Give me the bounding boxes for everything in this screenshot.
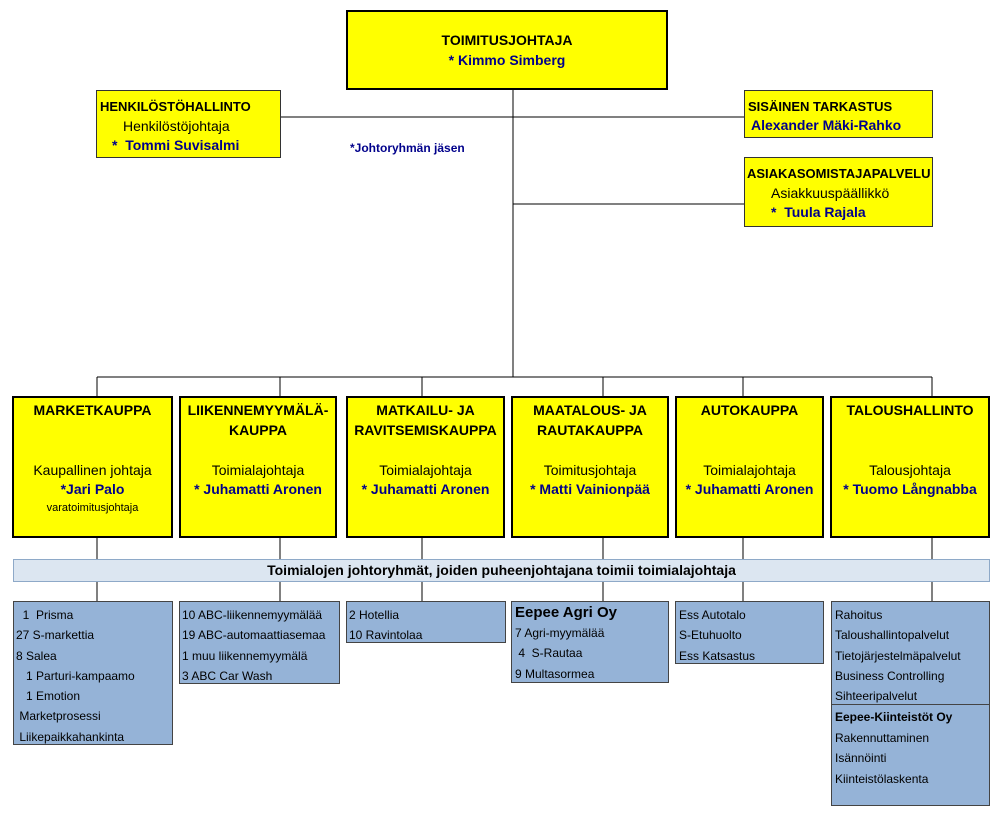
- audit-title: SISÄINEN TARKASTUS: [748, 99, 893, 114]
- list-item: S-Etuhuolto: [679, 628, 742, 643]
- division-marketkauppa: MARKETKAUPPA Kaupallinen johtaja *Jari P…: [12, 396, 173, 538]
- list-item: Rahoitus: [835, 608, 883, 622]
- division-autokauppa: AUTOKAUPPA Toimialajohtaja * Juhamatti A…: [675, 396, 824, 538]
- list-item: Rakennuttaminen: [835, 731, 930, 745]
- customer-box: ASIAKASOMISTAJAPALVELU Asiakkuuspäällikk…: [744, 157, 933, 227]
- division-title-2: RAUTAKAUPPA: [536, 422, 644, 438]
- units-marketkauppa: 1 Prisma 27 S-markettia 8 Salea 1 Partur…: [13, 601, 173, 745]
- list-item: Sihteeripalvelut: [835, 689, 918, 704]
- division-title: LIIKENNEMYYMÄLÄ-: [187, 402, 329, 418]
- division-role: Toimialajohtaja: [703, 462, 796, 478]
- division-head: * Tuomo Långnabba: [843, 481, 977, 497]
- list-item: Marketprosessi: [16, 709, 101, 724]
- list-item: 1 muu liikennemyymälä: [182, 648, 308, 663]
- subsidiary-heading: Eepee-Kiinteistöt Oy: [835, 710, 953, 724]
- list-item: 10 ABC-liikennemyymälää: [182, 608, 323, 622]
- division-title-2: [677, 422, 822, 442]
- hr-name: * Tommi Suvisalmi: [112, 137, 240, 153]
- list-item: 7 Agri-myymälää: [515, 626, 605, 640]
- list-item: 10 Ravintolaa: [349, 628, 423, 643]
- list-item: 1 Prisma: [16, 608, 74, 622]
- list-item: 8 Salea: [16, 648, 57, 663]
- customer-name: * Tuula Rajala: [771, 204, 866, 220]
- ceo-title: TOIMITUSJOHTAJA: [441, 32, 573, 48]
- list-item: Ess Katsastus: [679, 648, 756, 663]
- list-item: Business Controlling: [835, 668, 945, 683]
- units-maatalous: Eepee Agri Oy 7 Agri-myymälää 4 S-Rautaa…: [511, 601, 669, 683]
- division-extra: varatoimitusjohtaja: [46, 502, 139, 514]
- division-role: Toimialajohtaja: [211, 462, 305, 478]
- division-title: TALOUSHALLINTO: [846, 402, 974, 418]
- customer-role: Asiakkuuspäällikkö: [771, 185, 890, 201]
- division-role: Toimialajohtaja: [379, 462, 472, 478]
- list-item: Liikepaikkahankinta: [16, 729, 125, 744]
- list-item: 9 Multasormea: [515, 666, 595, 681]
- list-item: Kiinteistölaskenta: [835, 771, 929, 786]
- list-item: 2 Hotellia: [349, 608, 400, 622]
- division-title: MARKETKAUPPA: [33, 402, 152, 418]
- division-liikennemyymalakauppa: LIIKENNEMYYMÄLÄ- KAUPPA Toimialajohtaja …: [179, 396, 337, 538]
- units-liikennemyymalakauppa: 10 ABC-liikennemyymälää 19 ABC-automaatt…: [179, 601, 340, 684]
- list-item: 27 S-markettia: [16, 628, 95, 643]
- division-role: Talousjohtaja: [869, 462, 951, 478]
- division-head: * Juhamatti Aronen: [194, 481, 322, 497]
- audit-box: SISÄINEN TARKASTUS Alexander Mäki-Rahko: [744, 90, 933, 138]
- list-item: Tietojärjestelmäpalvelut: [835, 648, 961, 663]
- units-matkailu: 2 Hotellia 10 Ravintolaa: [346, 601, 506, 643]
- division-taloushallinto: TALOUSHALLINTO Talousjohtaja * Tuomo Lån…: [830, 396, 990, 538]
- division-title-2: [832, 422, 988, 442]
- division-title-2: [14, 422, 171, 442]
- units-autokauppa: Ess Autotalo S-Etuhuolto Ess Katsastus: [675, 601, 824, 664]
- ceo-name: * Kimmo Simberg: [448, 52, 566, 68]
- division-maatalous: MAATALOUS- JA RAUTAKAUPPA Toimitusjohtaj…: [511, 396, 669, 538]
- division-head: *Jari Palo: [60, 481, 125, 497]
- units-kiinteistot: Eepee-Kiinteistöt Oy Rakennuttaminen Isä…: [831, 704, 990, 806]
- division-title-2: KAUPPA: [228, 422, 288, 438]
- list-item: 19 ABC-automaattiasemaa: [182, 628, 326, 643]
- list-item: 4 S-Rautaa: [515, 646, 583, 661]
- hr-title: HENKILÖSTÖHALLINTO: [100, 99, 251, 114]
- division-matkailu: MATKAILU- JA RAVITSEMISKAUPPA Toimialajo…: [346, 396, 505, 538]
- division-head: * Juhamatti Aronen: [361, 481, 490, 497]
- division-role: Toimitusjohtaja: [543, 462, 637, 478]
- units-taloushallinto: Rahoitus Taloushallintopalvelut Tietojär…: [831, 601, 990, 705]
- hr-role: Henkilöstöjohtaja: [123, 118, 230, 134]
- legend-note: *Johtoryhmän jäsen: [350, 141, 465, 155]
- audit-name: Alexander Mäki-Rahko: [751, 117, 902, 133]
- list-item: 3 ABC Car Wash: [182, 668, 273, 683]
- list-item: Ess Autotalo: [679, 608, 746, 622]
- division-title: AUTOKAUPPA: [700, 402, 799, 418]
- customer-title: ASIAKASOMISTAJAPALVELU: [747, 166, 931, 181]
- list-item: 1 Emotion: [16, 689, 81, 704]
- division-title-2: RAVITSEMISKAUPPA: [354, 422, 497, 438]
- division-title: MATKAILU- JA: [376, 402, 475, 418]
- hr-box: HENKILÖSTÖHALLINTO Henkilöstöjohtaja * T…: [96, 90, 281, 158]
- list-item: Taloushallintopalvelut: [835, 628, 950, 643]
- subsidiary-heading: Eepee Agri Oy: [515, 604, 617, 621]
- list-item: 1 Parturi-kampaamo: [16, 668, 135, 683]
- ceo-box: TOIMITUSJOHTAJA * Kimmo Simberg: [346, 10, 668, 90]
- division-head: * Matti Vainionpää: [530, 481, 650, 497]
- management-groups-band: Toimialojen johtoryhmät, joiden puheenjo…: [13, 559, 990, 582]
- division-head: * Juhamatti Aronen: [685, 481, 814, 497]
- division-role: Kaupallinen johtaja: [33, 462, 152, 478]
- division-title: MAATALOUS- JA: [533, 402, 647, 418]
- list-item: Isännöinti: [835, 751, 887, 766]
